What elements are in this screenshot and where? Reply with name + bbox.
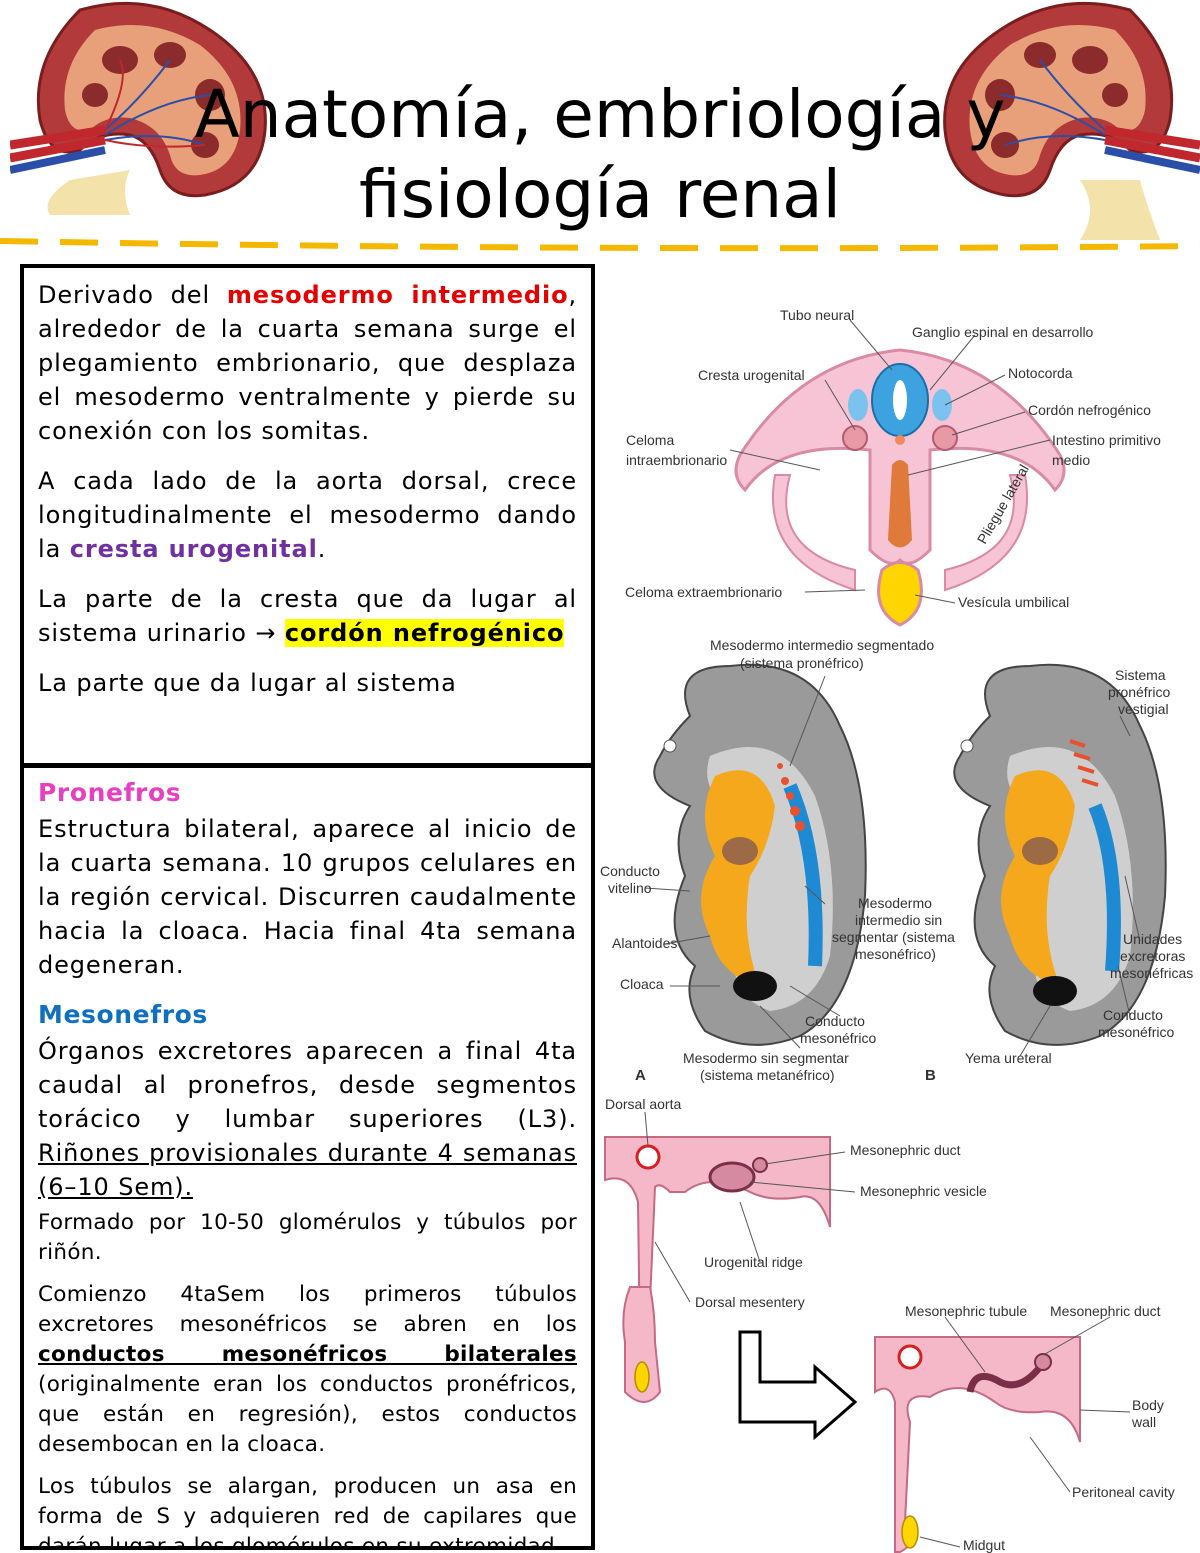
label-mesonephric-duct: Mesonephric duct xyxy=(850,1142,961,1158)
label-peritoneal: Peritoneal cavity xyxy=(1072,1484,1175,1500)
label-celoma-2: intraembrionario xyxy=(626,452,727,468)
label-sistema-3: vestigial xyxy=(1118,701,1169,717)
dashed-divider xyxy=(0,238,1200,252)
label-meta-2: (sistema metanéfrico) xyxy=(700,1067,835,1083)
embryo-cross-section-figure: Tubo neural Ganglio espinal en desarroll… xyxy=(625,307,1161,627)
text-span: darán lugar a los glomérulos en su extre… xyxy=(38,1534,555,1550)
cordon-nefrogenico-term: cordón nefrogénico xyxy=(284,619,565,647)
label-midgut: Midgut xyxy=(963,1537,1005,1553)
embryo-lateral-figure: Mesodermo intermedio segmentado (sistema… xyxy=(600,637,1193,1084)
label-cond-meso-b-2: mesonéfrico xyxy=(1098,1024,1174,1040)
conductos-mesonefricos-term: conductos mesonéfricos bilaterales xyxy=(38,1342,577,1367)
mesonefros-paragraph-4: Los túbulos se alargan, producen un asa … xyxy=(38,1472,577,1550)
label-mesonephric-duct-2: Mesonephric duct xyxy=(1050,1303,1161,1319)
label-conducto-vitelino-1: Conducto xyxy=(600,863,660,879)
label-intestino-2: medio xyxy=(1052,452,1090,468)
label-sistema-1: Sistema xyxy=(1115,667,1166,683)
mesonefros-paragraph-2: Formado por 10-50 glomérulos y túbulos p… xyxy=(38,1210,577,1265)
label-meso-sin-3: segmentar (sistema xyxy=(832,929,955,945)
label-cloaca: Cloaca xyxy=(620,976,664,992)
label-cordon: Cordón nefrogénico xyxy=(1028,402,1151,418)
label-meso-seg-2: (sistema pronéfrico) xyxy=(740,655,864,671)
label-cond-meso-b-1: Conducto xyxy=(1103,1007,1163,1023)
pronefros-heading: Pronefros xyxy=(38,778,182,807)
mesodermo-intermedio-term: mesodermo intermedio xyxy=(226,281,569,309)
label-cond-meso-a-1: Conducto xyxy=(805,1013,865,1029)
label-meso-seg-1: Mesodermo intermedio segmentado xyxy=(710,637,934,653)
mesonefros-paragraph-3: Comienzo 4taSem los primeros túbulos exc… xyxy=(38,1280,577,1460)
label-cresta-urogenital: Cresta urogenital xyxy=(698,367,805,383)
label-celoma-1: Celoma xyxy=(626,432,674,448)
label-unidades-3: mesonéfricas xyxy=(1110,965,1193,981)
title-line-2: fisiología renal xyxy=(359,156,841,233)
text-span: Comienzo 4taSem los primeros túbulos exc… xyxy=(38,1282,577,1337)
intro-paragraph-4: La parte que da lugar al sistema xyxy=(38,669,457,697)
label-dorsal-mesentery: Dorsal mesentery xyxy=(695,1294,805,1310)
kidney-illustration-left xyxy=(10,1,267,215)
intro-paragraph-3: La parte de la cresta que da lugar al si… xyxy=(38,582,577,650)
cresta-urogenital-term: cresta urogenital xyxy=(69,535,318,563)
kidney-illustration-right xyxy=(943,1,1200,240)
mesonefros-heading: Mesonefros xyxy=(38,1000,208,1029)
label-mesonephric-tubule: Mesonephric tubule xyxy=(905,1303,1027,1319)
label-celoma-extra: Celoma extraembrionario xyxy=(625,584,782,600)
text-span: A cada lado de la aorta dorsal, crece lo… xyxy=(38,467,577,563)
label-vesicula: Vesícula umbilical xyxy=(958,594,1069,610)
text-span: (originalmente eran los conductos pronéf… xyxy=(38,1372,577,1457)
intro-paragraph-2: A cada lado de la aorta dorsal, crece lo… xyxy=(38,464,577,566)
label-meso-sin-2: intermedio sin xyxy=(855,912,942,928)
label-b: B xyxy=(925,1067,936,1084)
label-sistema-2: pronéfrico xyxy=(1108,684,1170,700)
text-span: Órganos excretores aparecen a final 4ta … xyxy=(38,1037,577,1133)
text-span: Derivado del xyxy=(38,281,227,309)
label-unidades-1: Unidades xyxy=(1123,931,1182,947)
mesonefros-text: Órganos excretores aparecen a final 4ta … xyxy=(38,1034,577,1204)
label-meso-sin-1: Mesodermo xyxy=(858,895,932,911)
title-line-1: Anatomía, embriología y xyxy=(194,76,1006,153)
label-meso-sin-4: mesonéfrico) xyxy=(855,946,936,962)
label-urogenital-ridge: Urogenital ridge xyxy=(704,1254,803,1270)
intro-text-box: Derivado del mesodermo intermedio, alred… xyxy=(20,264,595,767)
label-dorsal-aorta: Dorsal aorta xyxy=(605,1096,681,1112)
label-mesonephric-vesicle: Mesonephric vesicle xyxy=(860,1183,987,1199)
mesonephric-development-figure: Dorsal aorta Mesonephric duct Mesonephri… xyxy=(604,1096,1175,1553)
page-title: Anatomía, embriología y fisiología renal xyxy=(0,75,1200,235)
label-conducto-vitelino-2: vitelino xyxy=(608,880,652,896)
label-body: Body xyxy=(1132,1397,1164,1413)
label-alantoides: Alantoides xyxy=(612,935,677,951)
label-ganglio: Ganglio espinal en desarrollo xyxy=(912,324,1094,340)
text-span: , alrededor de la cuarta semana surge el… xyxy=(38,281,577,445)
text-span: . xyxy=(317,535,327,563)
rinones-provisionales-note: Riñones provisionales durante 4 semanas … xyxy=(38,1139,577,1201)
label-notocorda: Notocorda xyxy=(1008,365,1073,381)
text-span: Los túbulos se alargan, producen un asa … xyxy=(38,1474,577,1529)
label-unidades-2: excretoras xyxy=(1120,948,1185,964)
label-intestino-1: Intestino primitivo xyxy=(1052,432,1161,448)
label-cond-meso-a-2: mesonéfrico xyxy=(800,1030,876,1046)
label-yema: Yema ureteral xyxy=(965,1050,1052,1066)
pronefros-mesonefros-box: Pronefros Estructura bilateral, aparece … xyxy=(20,764,595,1550)
label-wall: wall xyxy=(1131,1414,1156,1430)
label-tubo-neural: Tubo neural xyxy=(780,307,854,323)
intro-paragraph-1: Derivado del mesodermo intermedio, alred… xyxy=(38,278,577,448)
pronefros-text: Estructura bilateral, aparece al inicio … xyxy=(38,815,577,979)
label-meta-1: Mesodermo sin segmentar xyxy=(683,1050,849,1066)
text-span: La parte de la cresta que da lugar al si… xyxy=(38,585,577,647)
label-a: A xyxy=(635,1067,646,1084)
